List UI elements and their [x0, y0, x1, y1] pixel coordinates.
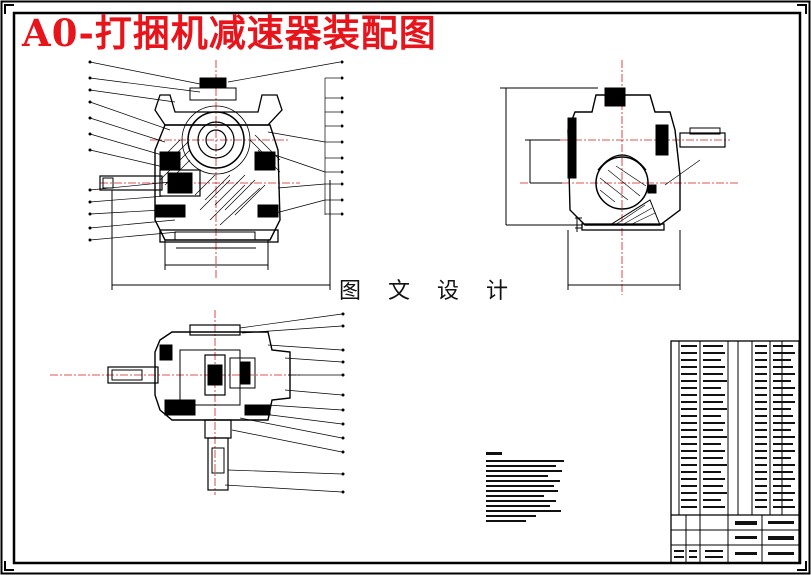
technical-requirements-notes [486, 452, 564, 522]
top-part-balloons [341, 312, 345, 494]
top-view [50, 310, 345, 495]
drawing-title: A0-打捆机减速器装配图 [22, 11, 437, 55]
front-view [88, 60, 344, 290]
side-view [500, 60, 740, 295]
parts-list-rows [674, 345, 795, 558]
top-leaders [224, 313, 343, 493]
front-part-balloons [88, 60, 344, 242]
front-leaders-right [227, 61, 341, 215]
front-leaders-left [89, 61, 206, 241]
top-center-lines [50, 310, 300, 495]
watermark-text: 图 文 设 计 [339, 279, 518, 304]
